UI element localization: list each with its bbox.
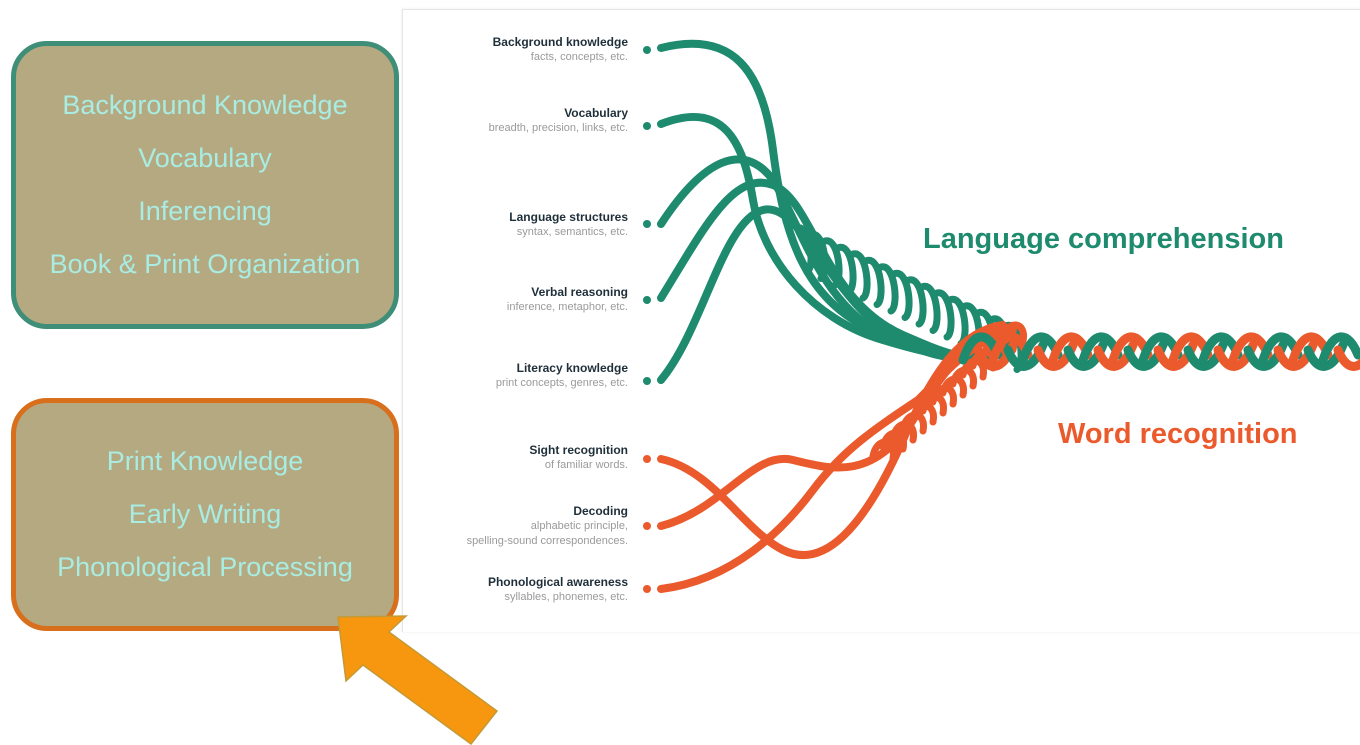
- word-recognition-label: Word recognition: [1058, 418, 1298, 450]
- language-skill-item: Inferencing: [138, 196, 272, 226]
- combined-rope-twist: [1318, 332, 1360, 365]
- language-coil: [905, 276, 927, 328]
- language-coil: [835, 243, 857, 295]
- strand-background-knowledge: Background knowledge facts, concepts, et…: [492, 35, 628, 63]
- strand-literacy-knowledge: Literacy knowledge print concepts, genre…: [495, 361, 628, 389]
- combined-rope-twist: [1333, 345, 1360, 371]
- language-skill-item: Background Knowledge: [62, 90, 348, 120]
- language-strand-dot: [643, 377, 651, 385]
- arrow-pointing-up-left-icon: [337, 615, 499, 745]
- word-strand-dot: [643, 522, 651, 530]
- language-coil: [807, 230, 829, 282]
- language-coil: [933, 289, 955, 341]
- strand-decoding: Decoding alphabetic principle, spelling-…: [466, 504, 628, 547]
- language-coil: [849, 250, 871, 302]
- strand-language-structures: Language structures syntax, semantics, e…: [509, 210, 628, 238]
- word-strand-dot: [643, 455, 651, 463]
- language-skills-box: Background Knowledge Vocabulary Inferenc…: [11, 41, 399, 329]
- word-skill-item: Print Knowledge: [106, 446, 304, 476]
- language-coil: [877, 263, 899, 315]
- strand-labels: Background knowledge facts, concepts, et…: [403, 10, 628, 632]
- strand-phonological-awareness: Phonological awareness syllables, phonem…: [487, 575, 628, 603]
- word-strand: [657, 321, 1007, 559]
- strand-vocabulary: Vocabulary breadth, precision, links, et…: [488, 106, 628, 134]
- strand-sight-recognition: Sight recognition of familiar words.: [529, 443, 628, 471]
- language-strand-dot: [643, 220, 651, 228]
- rope-strands: [643, 39, 1360, 593]
- language-strand: [657, 178, 992, 361]
- language-strand-dot: [643, 122, 651, 130]
- language-coil: [821, 237, 843, 289]
- language-skill-item: Vocabulary: [138, 143, 272, 173]
- strand-verbal-reasoning: Verbal reasoning inference, metaphor, et…: [506, 285, 628, 313]
- reading-rope-figure: Background knowledge facts, concepts, et…: [402, 9, 1360, 632]
- language-coil: [891, 269, 913, 321]
- language-coil: [863, 256, 885, 308]
- word-skill-item: Early Writing: [128, 499, 282, 529]
- language-skill-item: Book & Print Organization: [49, 249, 361, 279]
- language-strand-dot: [643, 296, 651, 304]
- language-coil: [919, 282, 941, 334]
- language-strand-dot: [643, 46, 651, 54]
- language-coil: [793, 224, 815, 276]
- word-skills-box: Print Knowledge Early Writing Phonologic…: [11, 398, 399, 631]
- word-strand-dot: [643, 585, 651, 593]
- language-comprehension-label: Language comprehension: [923, 223, 1284, 255]
- word-skill-item: Phonological Processing: [57, 552, 353, 582]
